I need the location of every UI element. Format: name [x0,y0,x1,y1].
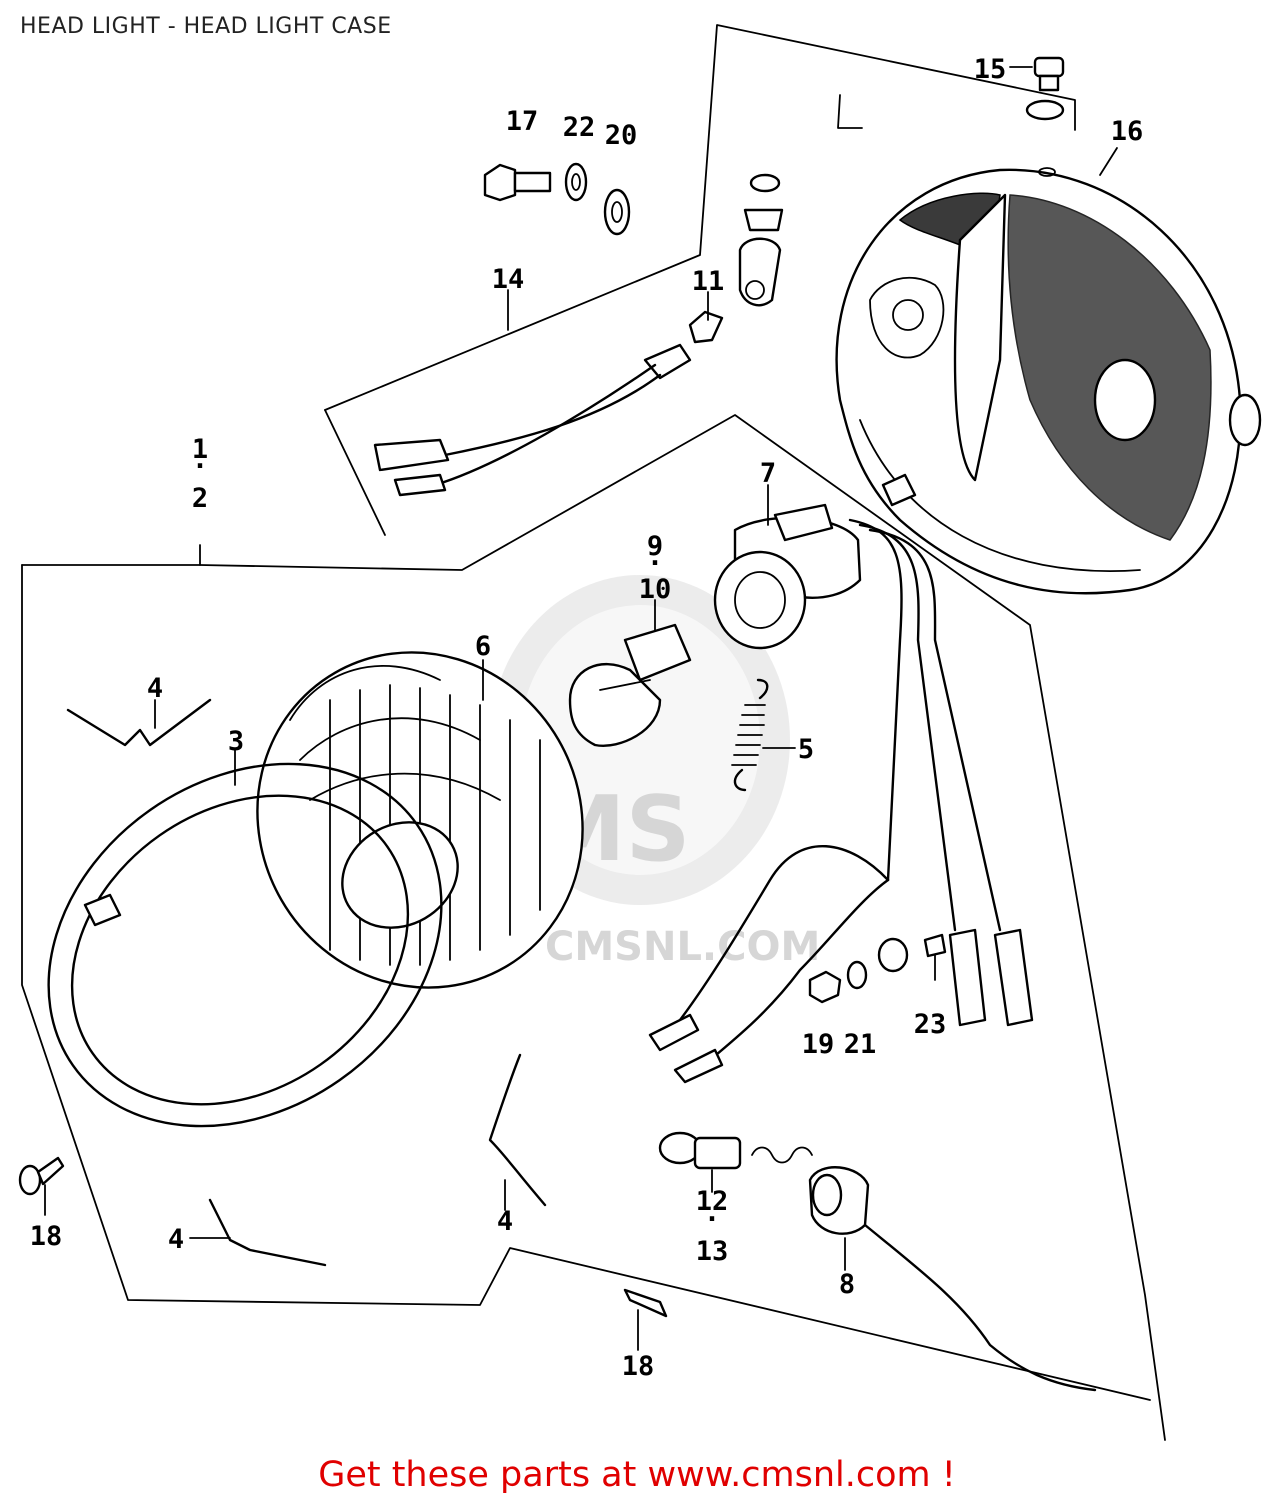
label-13: 13 [696,1236,729,1267]
label-2: 2 [192,483,208,514]
label-12: 12 [696,1186,729,1217]
label-17: 17 [506,106,539,137]
label-dot-9-10: · [647,548,663,579]
bulb-9-10 [568,623,692,747]
label-18-bottom: 18 [622,1351,655,1382]
label-14: 14 [492,264,525,295]
label-dot-12-13: · [704,1204,720,1235]
watermark-url: CMSNL.COM [545,924,820,970]
washer-20 [603,188,631,236]
bolt-17 [483,163,552,202]
headlight-lens-6 [256,651,584,989]
label-8: 8 [839,1269,855,1300]
label-7: 7 [760,458,776,489]
label-4-bottom: 4 [168,1224,184,1255]
lead-wires [648,844,1034,1084]
assembly-boundary-lines [21,24,1166,1441]
label-9: 9 [647,531,663,562]
label-20: 20 [605,120,638,151]
label-4-middle: 4 [497,1206,513,1237]
label-6: 6 [475,631,491,662]
screw-18-bottom [623,1288,668,1318]
label-11: 11 [692,266,725,297]
label-1: 1 [192,434,208,465]
socket-7 [713,503,1002,932]
label-22: 22 [563,112,596,143]
headlight-rim-3 [47,762,443,1128]
head-light-case [835,167,1262,595]
wire-harness-14 [373,310,724,497]
label-3: 3 [228,726,244,757]
washer-21 [846,960,868,990]
label-4-top: 4 [147,673,163,704]
page-title: HEAD LIGHT - HEAD LIGHT CASE [20,14,392,39]
socket-8 [808,1166,1097,1392]
label-21: 21 [844,1029,877,1060]
label-18-left: 18 [30,1221,63,1252]
washer-22 [564,162,588,202]
label-5: 5 [798,734,814,765]
label-23: 23 [914,1009,947,1040]
nut-19 [808,970,842,1004]
label-16: 16 [1111,116,1144,147]
label-19: 19 [802,1029,835,1060]
part-labels: 1 · 2 3 4 4 4 5 6 7 8 9 · 10 11 12 · 13 … [30,54,1144,1382]
spring-clip-4 [66,698,547,1267]
cap-screw-15 [1025,56,1065,121]
pilot-bulb-12-13 [658,1131,813,1170]
screw-18-left [18,1156,65,1196]
leader-lines [44,66,1118,1351]
spring-5 [731,678,769,792]
label-dot-1-2: · [192,451,208,482]
grommet-set [738,173,784,307]
footer-link[interactable]: Get these parts at www.cmsnl.com ! [318,1455,956,1495]
screw-23 [923,933,947,958]
label-10: 10 [639,574,672,605]
label-15: 15 [974,54,1007,85]
